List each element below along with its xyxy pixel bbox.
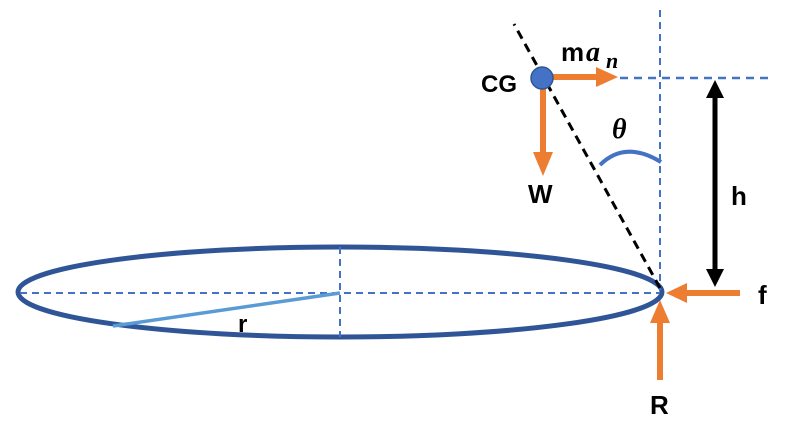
ma-n-label-a: a bbox=[586, 37, 600, 68]
radius-line bbox=[112, 291, 341, 328]
theta-label: θ bbox=[612, 114, 627, 145]
cg-dot bbox=[530, 66, 554, 90]
ma-n-label-subscript: n bbox=[606, 48, 618, 73]
ma-n-label-m: m bbox=[561, 37, 584, 67]
cg-label: CG bbox=[481, 71, 517, 98]
ma-n-arrow-head bbox=[596, 67, 618, 87]
weight-arrow-head bbox=[533, 152, 553, 176]
friction-label: f bbox=[758, 280, 767, 310]
height-label: h bbox=[731, 181, 747, 211]
theta-arc bbox=[598, 149, 663, 167]
height-arrow-head-bottom bbox=[706, 269, 724, 287]
friction-arrow-head bbox=[666, 283, 687, 303]
height-arrow-head-top bbox=[706, 80, 724, 98]
radius-label: r bbox=[238, 311, 247, 338]
tilt-line-dashed bbox=[512, 23, 662, 289]
weight-label: W bbox=[528, 179, 553, 209]
reaction-label: R bbox=[650, 390, 669, 420]
reaction-arrow-head bbox=[650, 300, 670, 323]
